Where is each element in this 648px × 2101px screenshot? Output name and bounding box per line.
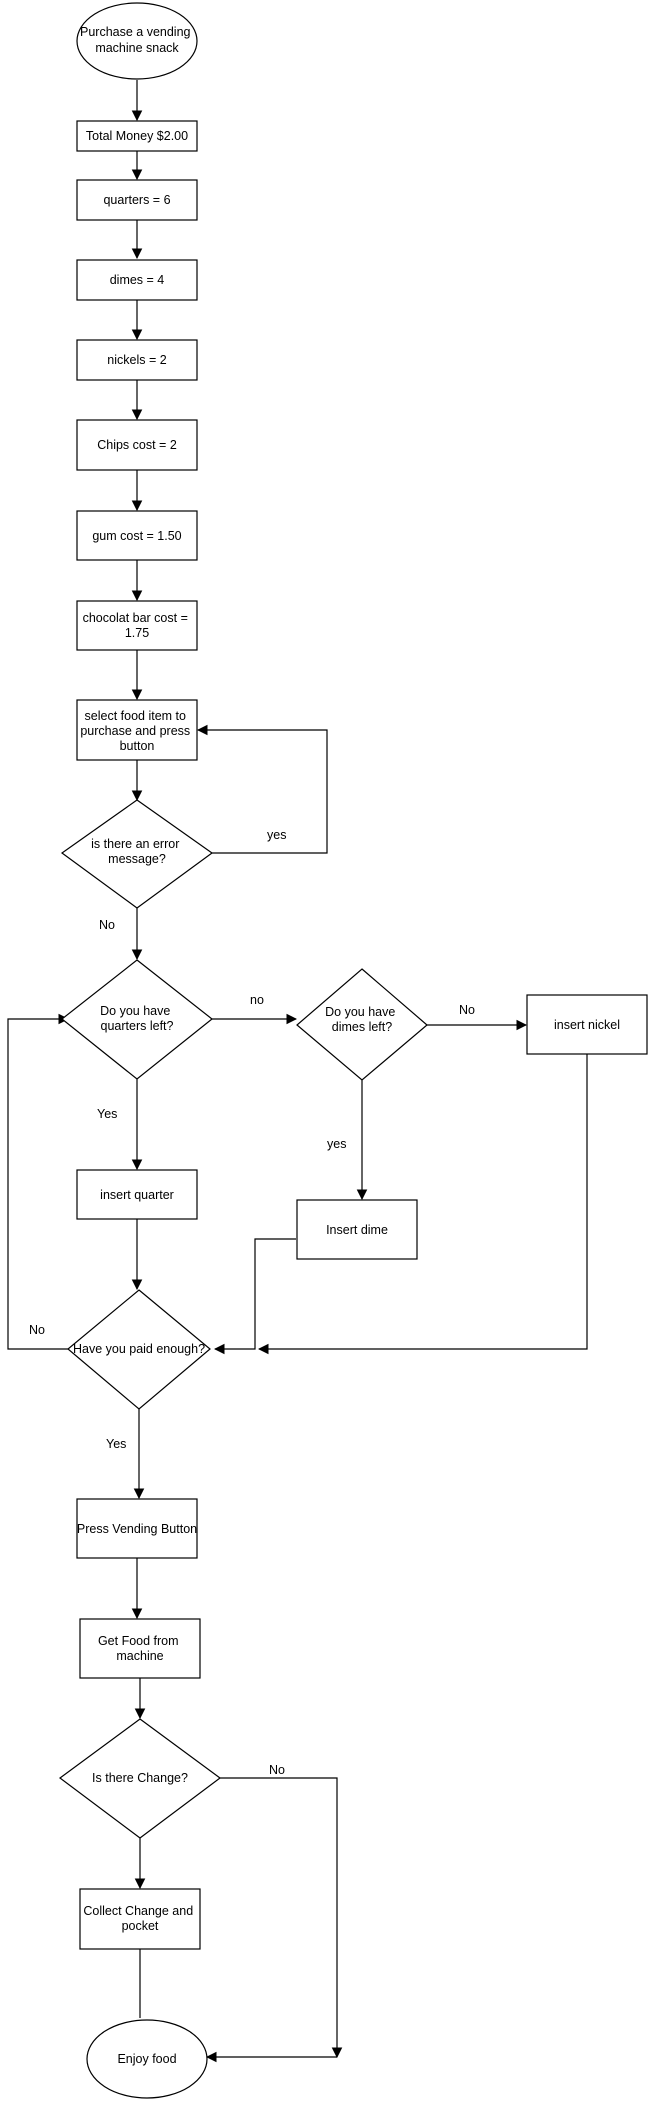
enjoy-food-label: Enjoy food xyxy=(117,2052,176,2066)
get-food-line-2: machine xyxy=(116,1649,163,1663)
start-line-1: Purchase a vending xyxy=(80,25,191,39)
edge-label-dimes-no: No xyxy=(459,1003,475,1017)
dimes-left-label: Do you have dimes left? xyxy=(325,1005,399,1034)
change-check-label: Is there Change? xyxy=(92,1771,188,1785)
edge-label-paid-yes: Yes xyxy=(106,1437,126,1451)
total-money-label: Total Money $2.00 xyxy=(86,129,188,143)
chocolate-cost-box: chocolat bar cost = 1.75 xyxy=(76,600,198,651)
quarters-box: quarters = 6 xyxy=(76,179,198,221)
chocolate-line-2: 1.75 xyxy=(125,626,149,640)
paid-enough-diamond: Have you paid enough? xyxy=(67,1289,211,1410)
insert-quarter-label: insert quarter xyxy=(100,1188,174,1202)
select-line-2: purchase and press xyxy=(80,724,190,738)
quarters-left-diamond: Do you have quarters left? xyxy=(61,959,213,1080)
quarters-left-line-2: quarters left? xyxy=(101,1019,174,1033)
edge-label-error-yes: yes xyxy=(267,828,286,842)
select-item-label: select food item to purchase and press b… xyxy=(80,709,193,753)
gum-cost-box: gum cost = 1.50 xyxy=(76,510,198,561)
get-food-line-1: Get Food from xyxy=(98,1634,179,1648)
dimes-box: dimes = 4 xyxy=(76,259,198,301)
nickels-box: nickels = 2 xyxy=(76,339,198,381)
dimes-left-line-2: dimes left? xyxy=(332,1020,392,1034)
dimes-left-line-1: Do you have xyxy=(325,1005,395,1019)
chocolate-line-1: chocolat bar cost = xyxy=(83,611,188,625)
dimes-left-diamond: Do you have dimes left? xyxy=(296,968,428,1081)
insert-dime-box: Insert dime xyxy=(296,1199,418,1260)
total-money-box: Total Money $2.00 xyxy=(76,120,198,152)
edge-error-yes-loop xyxy=(196,724,328,854)
change-check-diamond: Is there Change? xyxy=(58,1718,222,1839)
quarters-left-line-1: Do you have xyxy=(100,1004,170,1018)
error-line-2: message? xyxy=(108,852,166,866)
quarters-left-label: Do you have quarters left? xyxy=(100,1004,174,1033)
start-label: Purchase a vending machine snack xyxy=(80,25,194,55)
select-line-3: button xyxy=(120,739,155,753)
edge-label-error-no: No xyxy=(99,918,115,932)
error-line-1: is there an error xyxy=(91,837,179,851)
dimes-label: dimes = 4 xyxy=(110,273,165,287)
edges xyxy=(7,80,588,2063)
press-vending-label: Press Vending Button xyxy=(77,1522,197,1536)
gum-cost-label: gum cost = 1.50 xyxy=(92,529,181,543)
insert-dime-label: Insert dime xyxy=(326,1223,388,1237)
edge-label-quarters-no: no xyxy=(250,993,264,1007)
get-food-label: Get Food from machine xyxy=(98,1634,182,1663)
edge-paid-no-loop xyxy=(7,1013,70,1350)
start-ellipse: Purchase a vending machine snack xyxy=(76,2,198,80)
insert-nickel-box: insert nickel xyxy=(526,994,648,1055)
enjoy-food-ellipse: Enjoy food xyxy=(86,2019,208,2099)
collect-line-1: Collect Change and xyxy=(83,1904,193,1918)
collect-line-2: pocket xyxy=(122,1919,159,1933)
paid-enough-label: Have you paid enough? xyxy=(73,1342,205,1356)
select-line-1: select food item to xyxy=(85,709,186,723)
collect-change-box: Collect Change and pocket xyxy=(79,1888,201,1950)
get-food-box: Get Food from machine xyxy=(79,1618,201,1679)
collect-change-label: Collect Change and pocket xyxy=(83,1904,196,1933)
edge-labels: yes No no No Yes yes No Yes No xyxy=(29,828,475,1777)
chips-cost-label: Chips cost = 2 xyxy=(97,438,177,452)
chocolate-cost-label: chocolat bar cost = 1.75 xyxy=(83,611,192,640)
start-line-2: machine snack xyxy=(95,41,179,55)
edge-change-no xyxy=(220,1777,343,2059)
edge-dime-to-paid xyxy=(213,1238,296,1355)
error-check-label: is there an error message? xyxy=(91,837,183,866)
edge-label-quarters-yes: Yes xyxy=(97,1107,117,1121)
quarters-label: quarters = 6 xyxy=(103,193,170,207)
nickels-label: nickels = 2 xyxy=(107,353,166,367)
edge-nickel-to-paid xyxy=(257,1054,588,1355)
edge-label-change-no: No xyxy=(269,1763,285,1777)
edge-label-dimes-yes: yes xyxy=(327,1137,346,1151)
error-check-diamond: is there an error message? xyxy=(60,799,214,909)
insert-nickel-label: insert nickel xyxy=(554,1018,620,1032)
nodes: Purchase a vending machine snack Total M… xyxy=(58,2,648,2099)
insert-quarter-box: insert quarter xyxy=(76,1169,198,1220)
press-vending-box: Press Vending Button xyxy=(76,1498,198,1559)
chips-cost-box: Chips cost = 2 xyxy=(76,419,198,471)
edge-label-paid-no: No xyxy=(29,1323,45,1337)
select-item-box: select food item to purchase and press b… xyxy=(76,699,198,761)
